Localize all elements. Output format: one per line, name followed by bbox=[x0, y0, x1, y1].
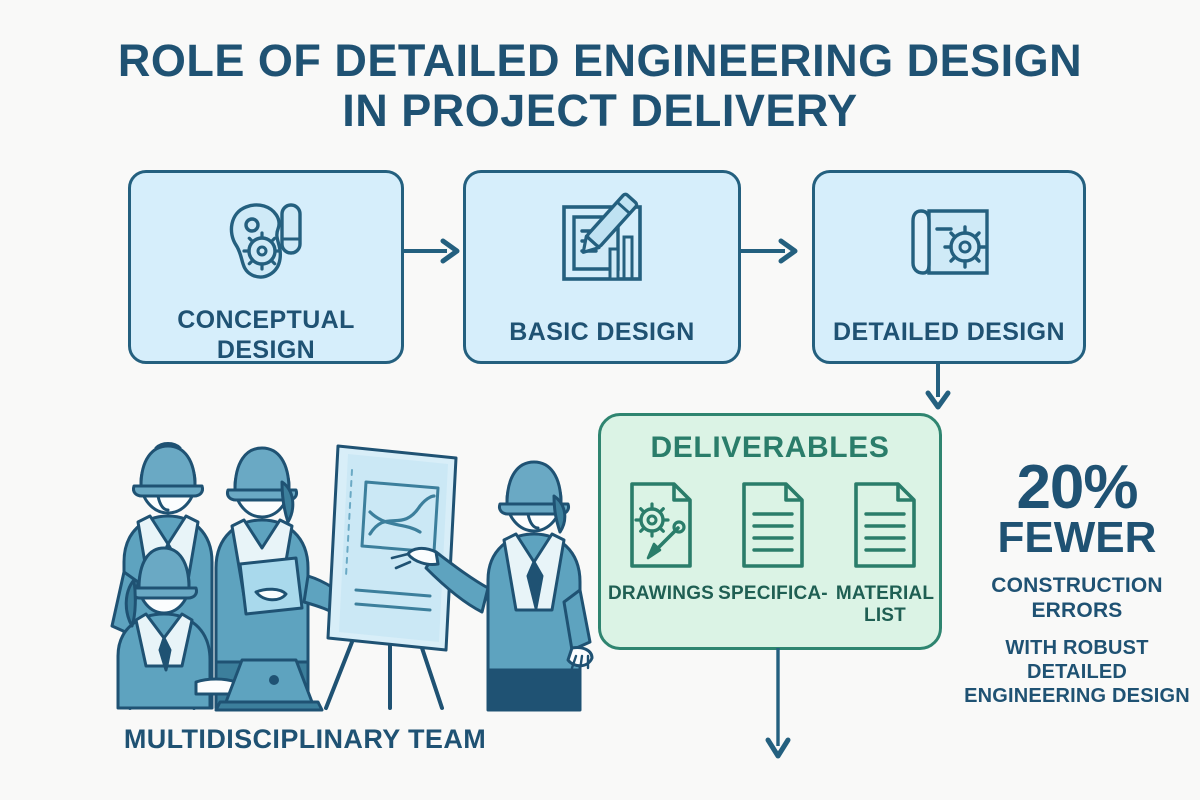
arrow-deliverables-to-next-icon bbox=[765, 648, 791, 765]
stage-card-conceptual-design[interactable]: Conceptual Design bbox=[128, 170, 404, 364]
document-pencil-icon bbox=[548, 187, 656, 299]
deliverable-item-drawings[interactable]: Drawings bbox=[607, 478, 715, 627]
document-gear-pen-icon bbox=[622, 478, 700, 577]
deliverable-item-specifications[interactable]: Specifica- bbox=[718, 478, 828, 627]
concept-sketch-gear-icon bbox=[212, 187, 320, 295]
deliverable-label-material-list: Material List bbox=[835, 583, 935, 626]
statistic-description: Construction Errors bbox=[991, 573, 1163, 622]
statistic-sub-description: With Robust Detailed Engineering Design bbox=[964, 636, 1190, 707]
deliverable-label-drawings: Drawings bbox=[607, 583, 715, 604]
deliverables-panel[interactable]: Deliverables bbox=[598, 413, 942, 650]
blueprint-roll-gear-icon bbox=[895, 187, 1003, 299]
stage-card-basic-design[interactable]: Basic Design bbox=[463, 170, 741, 364]
statistic-unit: Fewer bbox=[997, 512, 1157, 562]
team-caption: Multidisciplinary Team bbox=[123, 724, 487, 754]
statistic-value: 20% bbox=[1016, 453, 1138, 522]
page-title-line-2: in Project Delivery bbox=[342, 85, 858, 137]
deliverables-items: Drawings Specifica- bbox=[601, 478, 945, 627]
stage-label-conceptual-design: Conceptual Design bbox=[177, 306, 355, 364]
page-title: Role of Detailed Engineering Design in P… bbox=[0, 35, 1200, 137]
stage-label-basic-design: Basic Design bbox=[509, 318, 695, 346]
page-title-line-1: Role of Detailed Engineering Design bbox=[117, 35, 1083, 86]
arrow-stage1-to-stage2-icon bbox=[403, 238, 463, 269]
arrow-stage2-to-stage3-icon bbox=[741, 238, 801, 269]
statistic-block: 20% Fewer Construction Errors With Robus… bbox=[958, 453, 1196, 708]
deliverable-label-specifications: Specifica- bbox=[718, 583, 828, 604]
deliverable-item-material-list[interactable]: Material List bbox=[834, 478, 936, 627]
engineering-team-illustration bbox=[90, 412, 610, 712]
document-lines-icon bbox=[846, 478, 924, 577]
arrow-detailed-design-to-deliverables-icon bbox=[925, 363, 951, 416]
deliverables-title: Deliverables bbox=[650, 431, 890, 464]
stage-label-detailed-design: Detailed Design bbox=[833, 318, 1065, 346]
stage-card-detailed-design[interactable]: Detailed Design bbox=[812, 170, 1086, 364]
document-lines-icon bbox=[734, 478, 812, 577]
